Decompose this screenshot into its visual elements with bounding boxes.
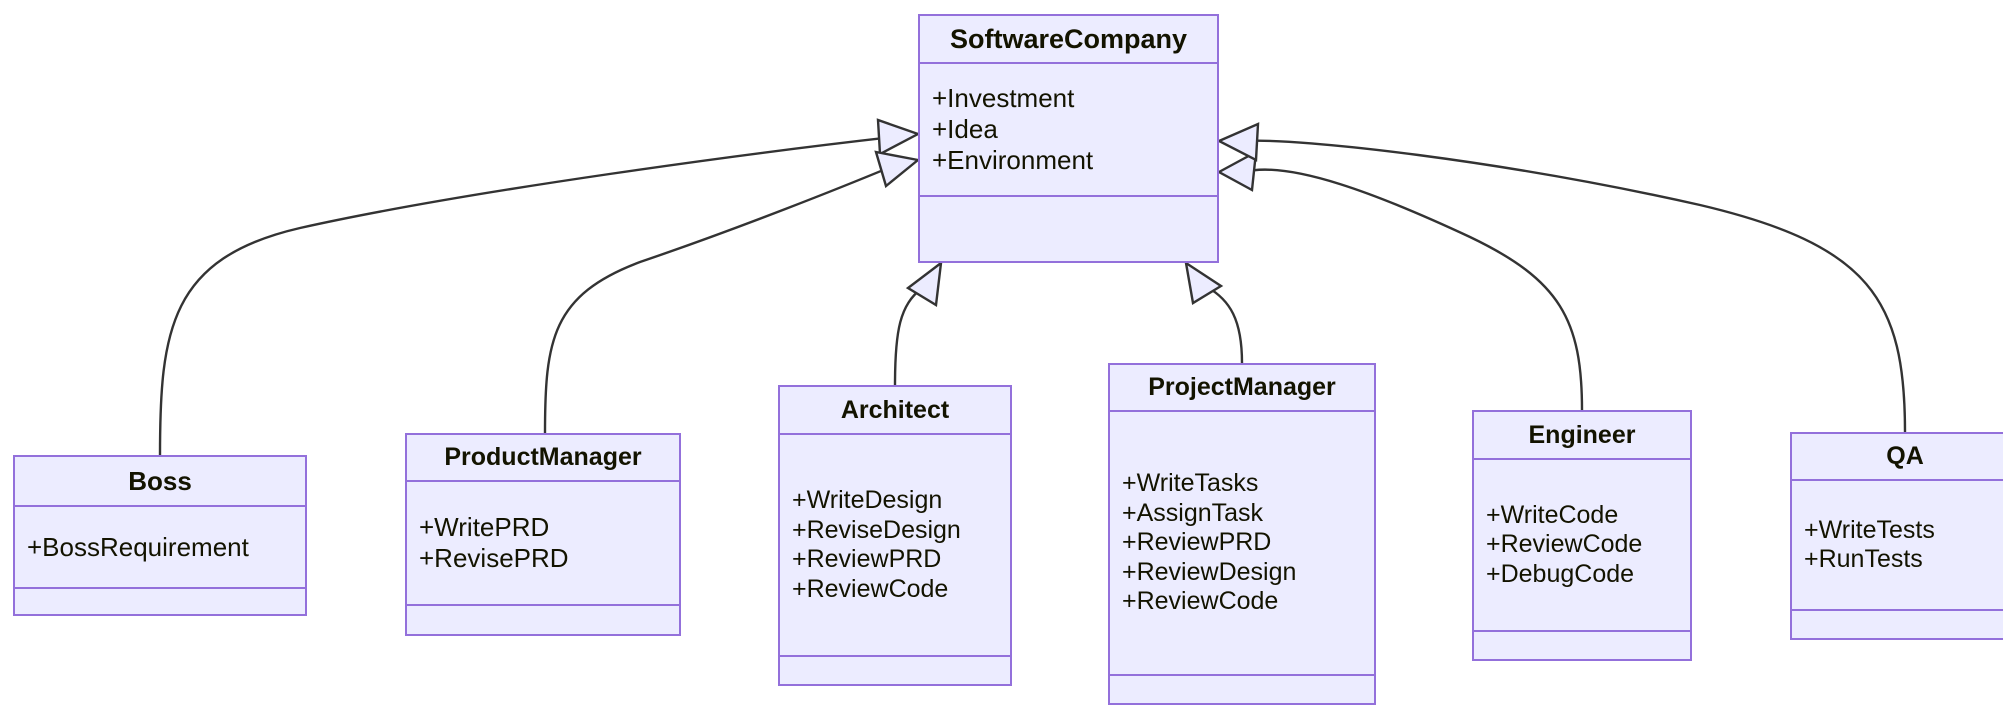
class-node-softwarecompany[interactable]: SoftwareCompany +Investment +Idea +Envir… <box>918 14 1219 263</box>
class-methods-boss <box>15 589 305 614</box>
member-row: +ReviewPRD <box>1122 528 1272 557</box>
class-members-architect: +WriteDesign +ReviseDesign +ReviewPRD +R… <box>780 435 1010 657</box>
class-members-projectmanager: +WriteTasks +AssignTask +ReviewPRD +Revi… <box>1110 412 1374 676</box>
class-node-projectmanager[interactable]: ProjectManager +WriteTasks +AssignTask +… <box>1108 363 1376 705</box>
class-title-productmanager: ProductManager <box>407 435 679 482</box>
member-row: +ReviewPRD <box>792 545 942 573</box>
class-methods-architect <box>780 657 1010 684</box>
class-methods-projectmanager <box>1110 676 1374 703</box>
class-members-engineer: +WriteCode +ReviewCode +DebugCode <box>1474 460 1690 632</box>
class-members-softwarecompany: +Investment +Idea +Environment <box>920 64 1217 197</box>
class-node-productmanager[interactable]: ProductManager +WritePRD +RevisePRD <box>405 433 681 636</box>
member-row: +DebugCode <box>1486 559 1635 588</box>
member-row: +ReviewCode <box>1122 587 1279 616</box>
class-node-boss[interactable]: Boss +BossRequirement <box>13 455 307 616</box>
member-row: +Investment <box>932 83 1075 114</box>
class-title-softwarecompany: SoftwareCompany <box>920 16 1217 64</box>
class-node-qa[interactable]: QA +WriteTests +RunTests <box>1790 432 2003 640</box>
class-title-architect: Architect <box>780 387 1010 435</box>
member-row: +RunTests <box>1804 545 1923 573</box>
member-row: +WriteTests <box>1804 515 1935 544</box>
member-row: +WriteDesign <box>792 486 943 514</box>
edge-projectmanager-to-softwarecompany <box>1184 260 1244 364</box>
member-row: +AssignTask <box>1122 498 1264 527</box>
class-title-projectmanager: ProjectManager <box>1110 365 1374 412</box>
member-row: +BossRequirement <box>27 531 249 562</box>
class-title-engineer: Engineer <box>1474 412 1690 460</box>
member-row: +Environment <box>932 144 1094 175</box>
member-row: +ReviseDesign <box>792 515 961 544</box>
member-row: +ReviewDesign <box>1122 557 1297 586</box>
class-members-boss: +BossRequirement <box>15 507 305 589</box>
class-methods-qa <box>1792 611 2003 638</box>
class-members-productmanager: +WritePRD +RevisePRD <box>407 482 679 606</box>
member-row: +Idea <box>932 114 998 145</box>
member-row: +WriteCode <box>1486 500 1619 529</box>
class-node-architect[interactable]: Architect +WriteDesign +ReviseDesign +Re… <box>778 385 1012 686</box>
class-methods-engineer <box>1474 632 1690 659</box>
class-methods-productmanager <box>407 606 679 634</box>
member-row: +WriteTasks <box>1122 469 1259 498</box>
member-row: +ReviewCode <box>1486 530 1643 559</box>
member-row: +RevisePRD <box>419 543 569 573</box>
class-title-boss: Boss <box>15 457 305 507</box>
class-title-qa: QA <box>1792 434 2003 481</box>
class-members-qa: +WriteTests +RunTests <box>1792 481 2003 611</box>
edge-architect-to-softwarecompany <box>893 260 943 386</box>
member-row: +ReviewCode <box>792 574 949 603</box>
member-row: +WritePRD <box>419 512 550 543</box>
class-node-engineer[interactable]: Engineer +WriteCode +ReviewCode +DebugCo… <box>1472 410 1692 661</box>
class-methods-softwarecompany <box>920 197 1217 261</box>
